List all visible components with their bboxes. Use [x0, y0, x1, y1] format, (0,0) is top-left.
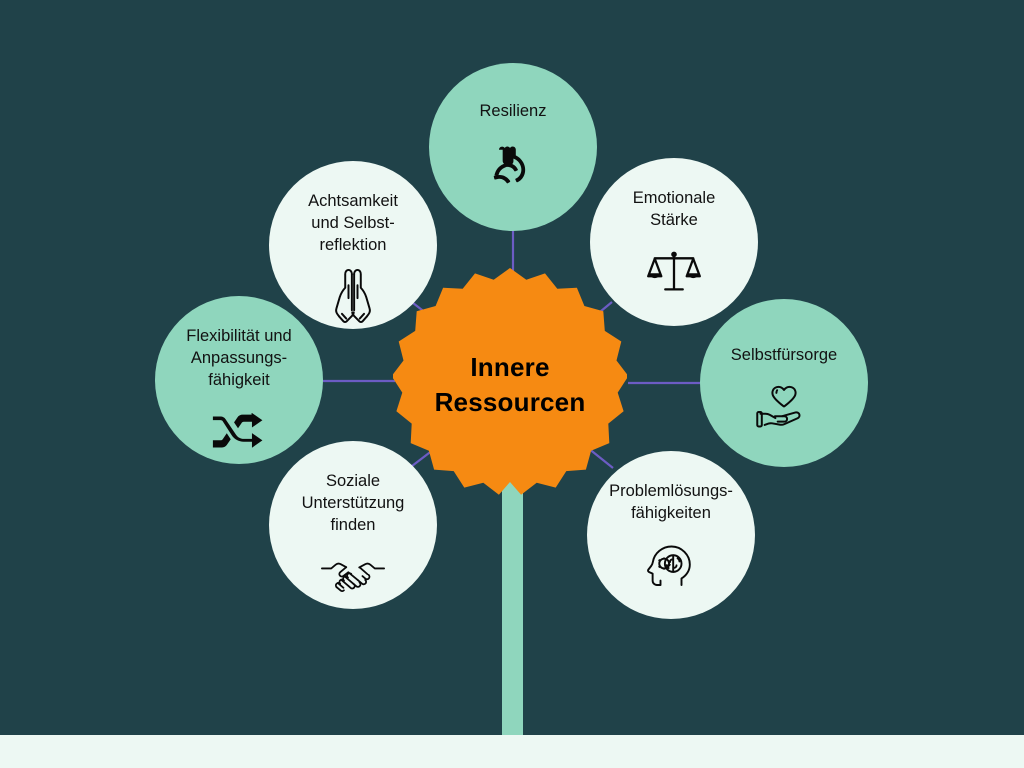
node-label-emotionale-staerke: Emotionale Stärke [632, 189, 716, 229]
node-flexibilitaet[interactable]: Flexibilität und Anpassungs- fähigkeit [155, 296, 323, 464]
praying-hands-icon [321, 264, 385, 328]
handshake-icon [321, 544, 385, 608]
node-label-flexibilitaet: Flexibilität und Anpassungs- fähigkeit [186, 327, 292, 389]
hand-holding-heart-icon [752, 374, 816, 438]
center-starburst [393, 268, 627, 495]
plant-stem [502, 420, 523, 735]
node-label-problemloesungsfaehigkeiten: Problemlösungs- fähigkeiten [609, 482, 733, 522]
node-soziale-unterstuetzung[interactable]: Soziale Unterstützung finden [269, 441, 437, 609]
node-problemloesungsfaehigkeiten[interactable]: Problemlösungs- fähigkeiten [587, 451, 755, 619]
bottom-band [0, 735, 1024, 768]
node-resilienz[interactable]: Resilienz [429, 63, 597, 231]
center-label-line-1: Innere [470, 351, 550, 382]
center-label: Innere Ressourcen [393, 268, 627, 502]
node-label-selbstfuersorge: Selbstfürsorge [730, 346, 838, 364]
node-label-achtsamkeit: Achtsamkeit und Selbst- reflektion [308, 192, 398, 254]
balance-scales-icon [642, 239, 706, 303]
shuffle-arrows-icon [207, 399, 271, 463]
flexed-bicep-icon [481, 130, 545, 194]
node-achtsamkeit[interactable]: Achtsamkeit und Selbst- reflektion [269, 161, 437, 329]
node-label-resilienz: Resilienz [479, 102, 547, 120]
center-label-line-2: Ressourcen [434, 387, 586, 417]
node-emotionale-staerke[interactable]: Emotionale Stärke [590, 158, 758, 326]
node-label-soziale-unterstuetzung: Soziale Unterstützung finden [301, 472, 405, 534]
node-selbstfuersorge[interactable]: Selbstfürsorge [700, 299, 868, 467]
head-brain-gear-icon [639, 532, 703, 596]
